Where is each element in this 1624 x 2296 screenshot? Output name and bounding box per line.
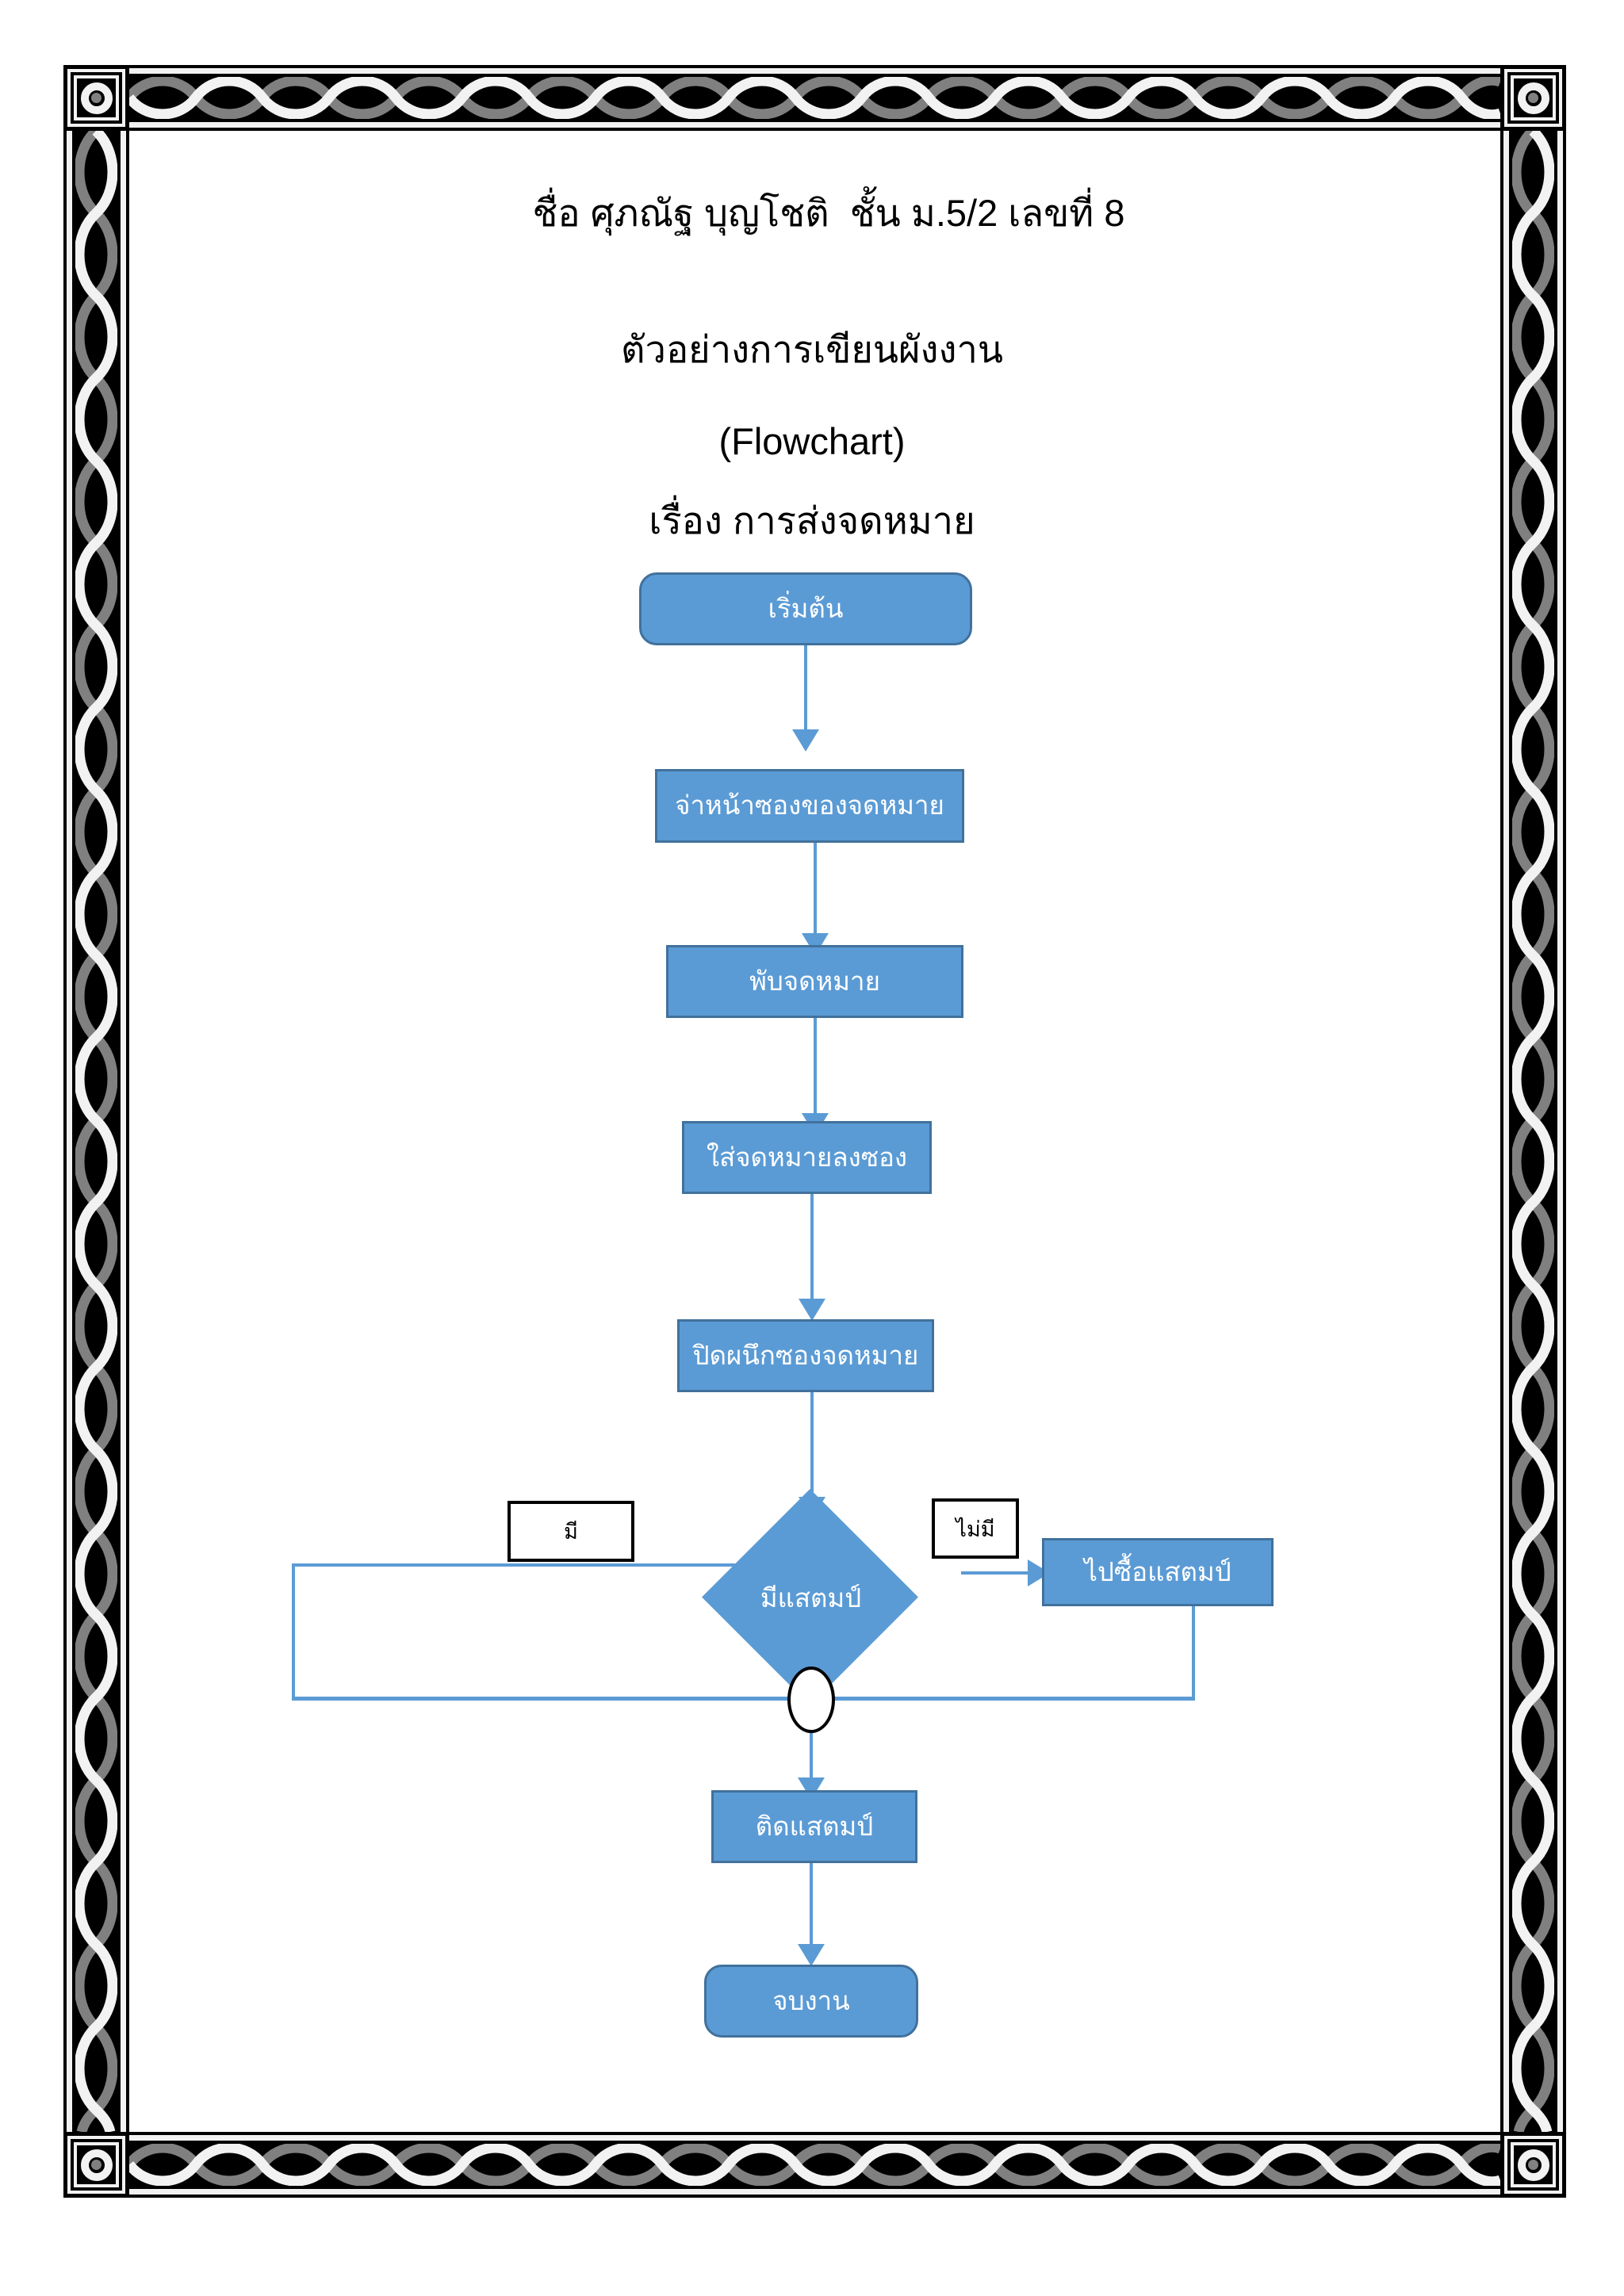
flow-node-seal-envelope[interactable]: ปิดผนึกซองจดหมาย bbox=[677, 1319, 934, 1392]
document-title-line-1: ตัวอย่างการเขียนผังงาน bbox=[621, 328, 1003, 370]
edge-seal-to-decision bbox=[810, 1392, 814, 1500]
arrowhead-insert-to-seal bbox=[799, 1299, 825, 1321]
flow-node-start[interactable]: เริ่มต้น bbox=[639, 572, 972, 645]
edge-yes-horizontal-top bbox=[292, 1563, 736, 1567]
flow-node-attach-stamp[interactable]: ติดแสตมป์ bbox=[711, 1790, 917, 1863]
edge-yes-vertical bbox=[292, 1563, 295, 1700]
flow-node-address-envelope[interactable]: จ่าหน้าซองของจดหมาย bbox=[655, 769, 964, 843]
flow-node-buy-stamp[interactable]: ไปซื้อแสตมป์ bbox=[1042, 1538, 1274, 1606]
edge-attach-to-end bbox=[810, 1863, 813, 1950]
edge-no-horizontal bbox=[961, 1571, 1034, 1575]
edge-yes-horizontal-bottom bbox=[292, 1697, 815, 1701]
flow-node-decision-has-stamp-label: มีแสตมป์ bbox=[760, 1582, 862, 1613]
edge-label-yes: มี bbox=[508, 1501, 634, 1562]
arrowhead-attach-to-end bbox=[798, 1944, 825, 1966]
document-title-line-2: (Flowchart) bbox=[718, 420, 906, 462]
flow-node-insert-letter[interactable]: ใส่จดหมายลงซอง bbox=[682, 1121, 932, 1194]
edge-buy-horizontal bbox=[809, 1697, 1195, 1701]
edge-insert-to-seal bbox=[810, 1194, 814, 1302]
flow-node-merge-connector[interactable] bbox=[787, 1667, 835, 1733]
flow-node-fold-letter[interactable]: พับจดหมาย bbox=[666, 945, 963, 1018]
flow-node-end[interactable]: จบงาน bbox=[704, 1965, 918, 2038]
edge-merge-to-attach bbox=[810, 1733, 813, 1782]
edge-start-to-address bbox=[804, 645, 807, 733]
edge-fold-to-insert bbox=[814, 1018, 817, 1116]
arrowhead-start-to-address bbox=[792, 729, 819, 752]
document-subject-line: เรื่อง การส่งจดหมาย bbox=[649, 499, 975, 541]
student-name-header: ชื่อ ศุภณัฐ บุญโชติ ชั้น ม.5/2 เลขที่ 8 bbox=[532, 192, 1125, 234]
edge-address-to-fold bbox=[814, 843, 817, 936]
edge-buy-vertical bbox=[1192, 1606, 1195, 1700]
edge-label-no: ไม่มี bbox=[932, 1498, 1019, 1559]
